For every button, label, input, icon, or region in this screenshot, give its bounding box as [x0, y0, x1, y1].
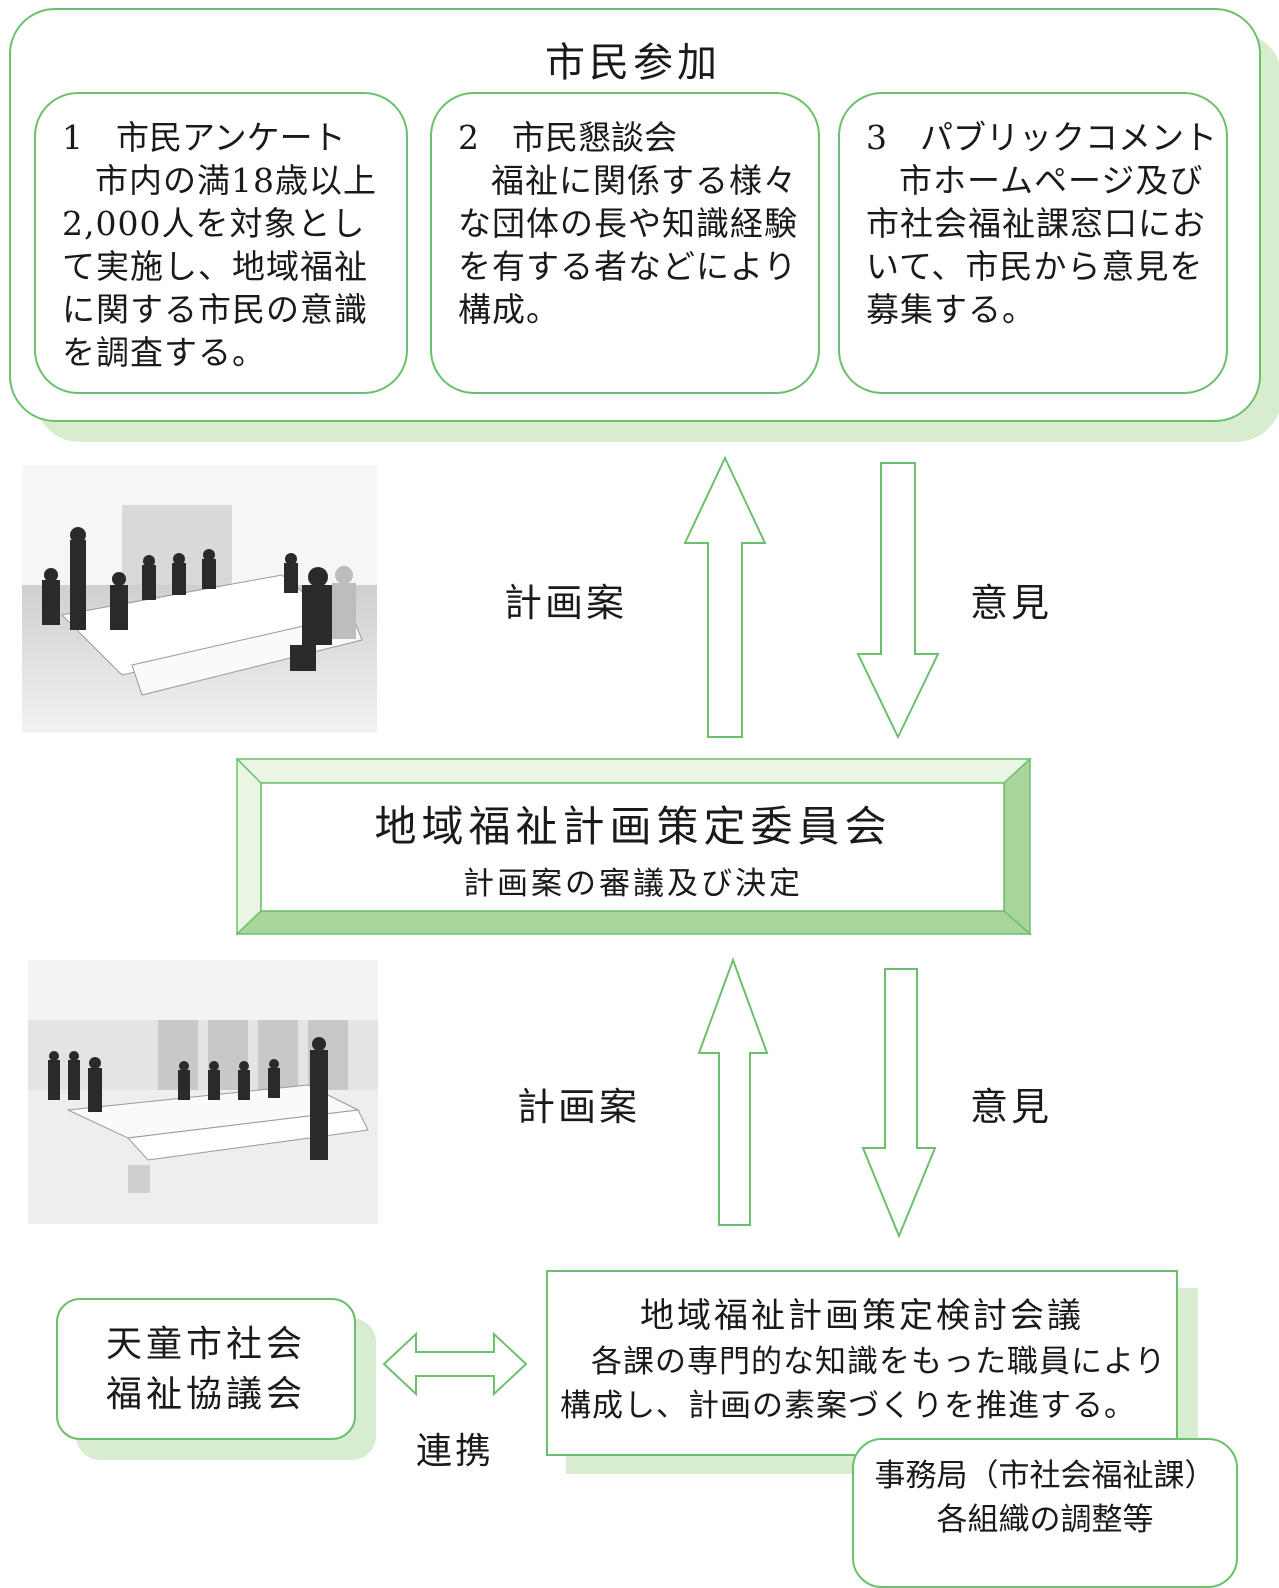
council-line-2: 福祉協議会 — [105, 1374, 306, 1415]
meeting-photo-study — [28, 960, 378, 1224]
committee-title: 地域福祉計画策定委員会 — [374, 802, 892, 851]
card-heading: 1 市民アンケート — [62, 118, 346, 157]
citizen-participation-title: 市民参加 — [545, 40, 721, 86]
link-double-arrow — [382, 1331, 528, 1397]
plan-draft-label-lower: 計画案 — [517, 1085, 641, 1129]
plan-draft-label-upper: 計画案 — [504, 581, 628, 625]
council-line-1: 天童市社会 — [105, 1324, 306, 1365]
secretariat-line-2: 各組織の調整等 — [936, 1502, 1154, 1538]
study-meeting-body: 各課の専門的な知識をもった職員により構成し、計画の素案づくりを推進する。 — [560, 1344, 1167, 1424]
social-welfare-council-box: 天童市社会 福祉協議会 — [56, 1298, 356, 1440]
down-arrow-upper — [856, 462, 940, 740]
opinion-label-upper: 意見 — [970, 581, 1053, 625]
link-label: 連携 — [416, 1431, 495, 1472]
card-heading: 3 パブリックコメント — [866, 118, 1217, 157]
study-meeting-title: 地域福祉計画策定検討会議 — [640, 1296, 1084, 1336]
secretariat-line-1: 事務局（市社会福祉課） — [874, 1458, 1216, 1494]
card-heading: 2 市民懇談会 — [458, 118, 677, 157]
committee-subtitle: 計画案の審議及び決定 — [463, 866, 803, 902]
card-body: 市内の満18歳以上2,000人を対象として実施し、地域福祉に関する市民の意識を調… — [62, 161, 377, 372]
opinion-label-lower: 意見 — [970, 1085, 1053, 1129]
card-public-comment: 3 パブリックコメント 市ホームページ及び市社会福祉課窓口において、市民から意見… — [838, 92, 1228, 394]
card-citizen-survey: 1 市民アンケート 市内の満18歳以上2,000人を対象として実施し、地域福祉に… — [34, 92, 408, 394]
meeting-photo-committee — [22, 465, 377, 733]
card-body: 市ホームページ及び市社会福祉課窓口において、市民から意見を募集する。 — [866, 161, 1206, 329]
up-arrow-upper — [683, 455, 767, 738]
card-body: 福祉に関係する様々な団体の長や知識経験を有する者などにより構成。 — [458, 161, 798, 329]
down-arrow-lower — [861, 968, 937, 1239]
up-arrow-lower — [697, 957, 769, 1226]
secretariat-box: 事務局（市社会福祉課） 各組織の調整等 — [852, 1438, 1238, 1588]
committee-frame — [236, 758, 1032, 936]
card-citizen-roundtable: 2 市民懇談会 福祉に関係する様々な団体の長や知識経験を有する者などにより構成。 — [430, 92, 820, 394]
